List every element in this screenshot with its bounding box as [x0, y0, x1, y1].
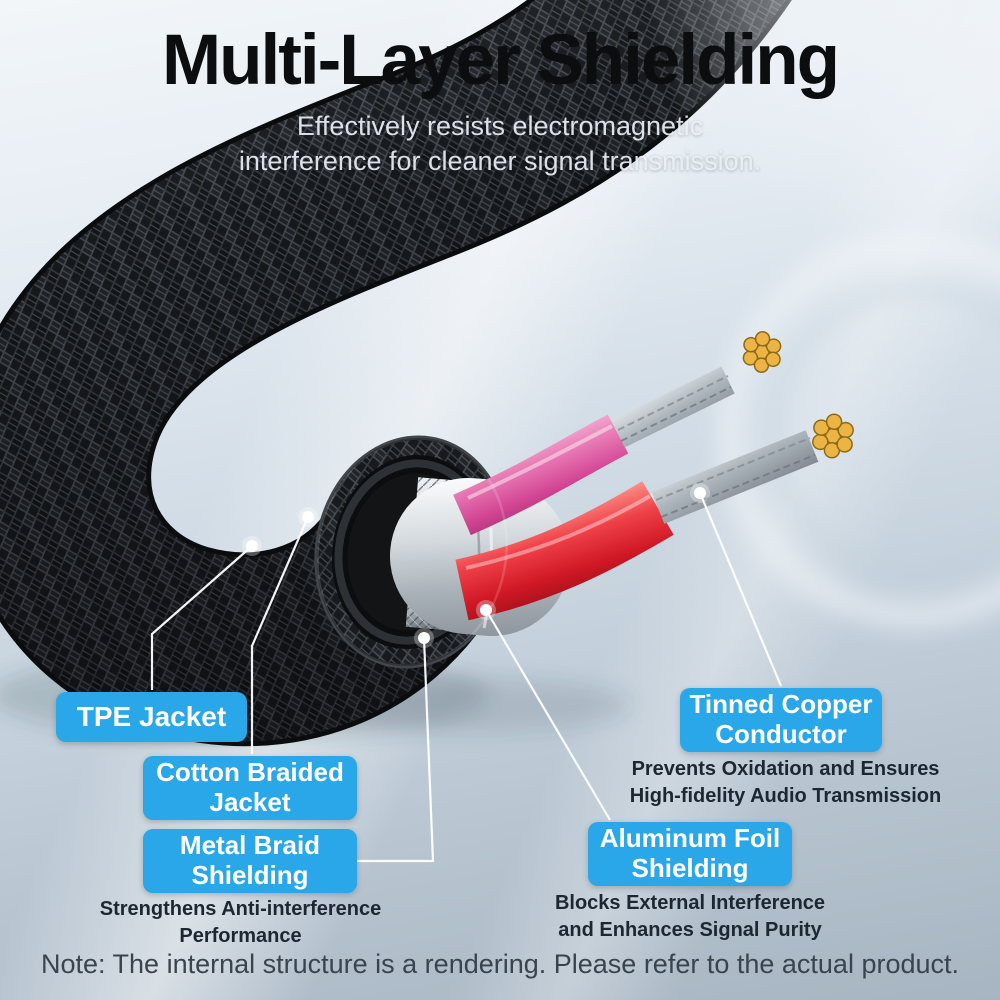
red-wire — [455, 481, 674, 621]
subtitle-line-1: Effectively resists electromagnetic — [296, 111, 704, 141]
label-text: Cotton Braided — [156, 757, 344, 788]
label-text: Metal Braid — [179, 830, 321, 861]
label-text: Jacket — [209, 787, 291, 817]
label-text: Shielding — [191, 860, 309, 890]
description-line: Prevents Oxidation and Ensures — [631, 758, 940, 780]
description-line: Performance — [179, 924, 302, 947]
subtitle-line-2: interference for cleaner signal transmis… — [238, 146, 762, 177]
page-title: Multi-Layer Shielding — [162, 21, 840, 100]
page-subtitle: Effectively resists electromagnetic inte… — [0, 109, 1000, 179]
label-text: TPE Jacket — [76, 701, 227, 733]
label-tinned-copper-conductor: Tinned Copper Conductor — [680, 688, 882, 752]
label-text: Aluminum Foil — [599, 823, 781, 854]
header: Multi-Layer Shielding Effectively resist… — [0, 20, 1000, 179]
description-tinned-copper: Prevents Oxidation and Ensures High-fide… — [628, 756, 943, 810]
highlight-fade — [520, 0, 1000, 420]
description-line: Blocks External Interference — [554, 892, 826, 914]
description-line: Strengthens Anti-interference — [99, 898, 382, 920]
label-cotton-braided-jacket: Cotton Braided Jacket — [143, 756, 357, 820]
label-aluminum-foil-shielding: Aluminum Foil Shielding — [588, 822, 792, 886]
copper-strands-red — [651, 430, 819, 524]
label-text: Shielding — [631, 853, 749, 883]
label-text: Conductor — [715, 719, 847, 749]
label-metal-braid-shielding: Metal Braid Shielding — [143, 829, 357, 893]
description-aluminum-foil: Blocks External Interference and Enhance… — [540, 890, 840, 944]
description-line: High-fidelity Audio Transmission — [629, 784, 942, 807]
description-line: and Enhances Signal Purity — [558, 918, 822, 941]
label-text: Tinned Copper — [689, 689, 873, 720]
label-tpe-jacket: TPE Jacket — [56, 692, 247, 742]
pink-wire — [453, 414, 629, 536]
description-metal-braid: Strengthens Anti-interference Performanc… — [88, 896, 393, 950]
disclaimer-note: Note: The internal structure is a render… — [41, 949, 959, 979]
